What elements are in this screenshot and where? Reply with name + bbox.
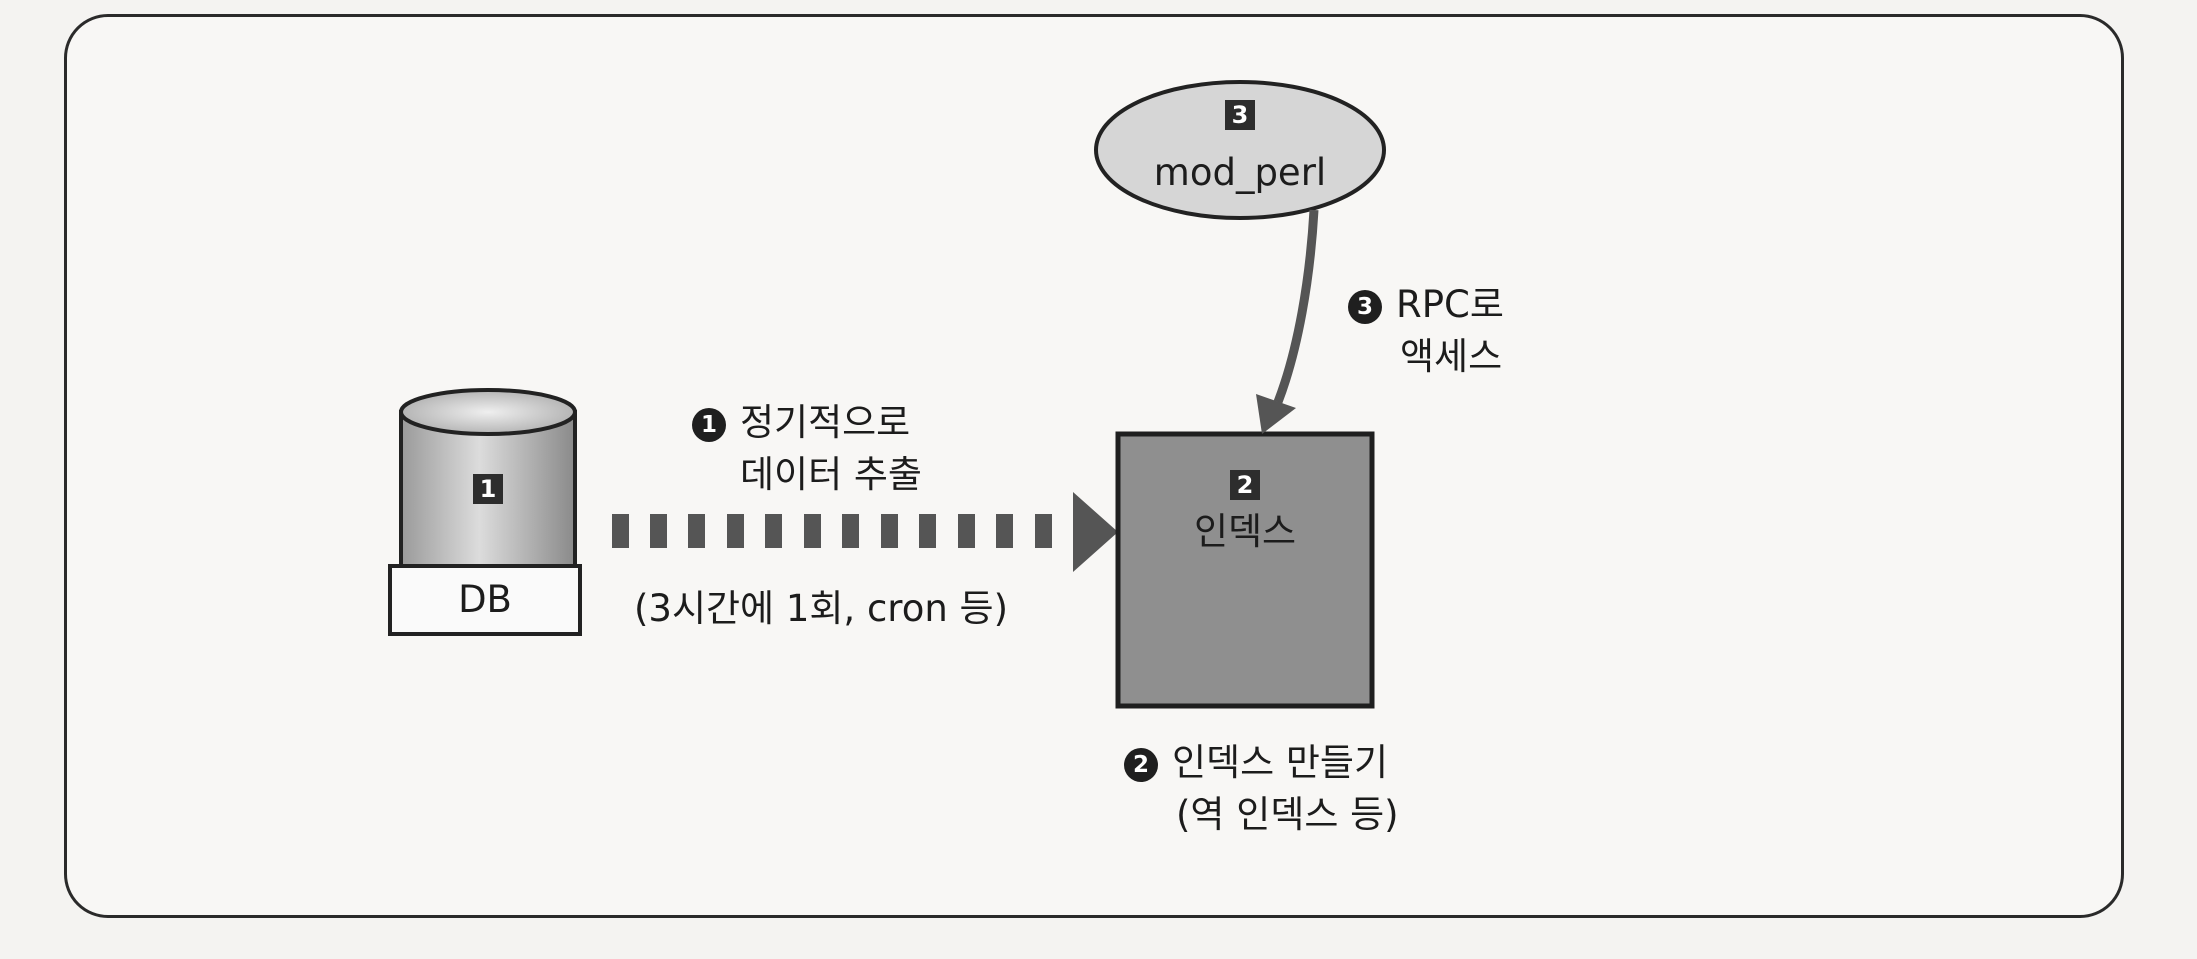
modperl-label: mod_perl bbox=[1153, 151, 1327, 194]
step-rpc-text1: RPC로 bbox=[1396, 283, 1504, 326]
step-build-line2: (역 인덱스 등) bbox=[1176, 793, 1399, 836]
step-extract-note: (3시간에 1회, cron 등) bbox=[634, 587, 1009, 630]
index-badge-number: 2 bbox=[1230, 470, 1260, 500]
step-3-badge: 3 bbox=[1348, 290, 1382, 324]
db-badge-number: 1 bbox=[473, 474, 503, 504]
modperl-badge-number: 3 bbox=[1225, 100, 1255, 130]
step-rpc-line2: 액세스 bbox=[1400, 335, 1503, 378]
step-extract-text1: 정기적으로 bbox=[740, 401, 911, 444]
db-label: DB bbox=[458, 578, 512, 621]
step-build-line1: 2 인덱스 만들기 bbox=[1124, 738, 1388, 788]
step-2-badge: 2 bbox=[1124, 748, 1158, 782]
index-label: 인덱스 bbox=[1193, 510, 1297, 553]
step-extract-line2: 데이터 추출 bbox=[740, 453, 922, 496]
step-build-text1: 인덱스 만들기 bbox=[1172, 741, 1389, 784]
db-badge: 1 bbox=[458, 474, 518, 504]
extract-arrow bbox=[612, 492, 1118, 572]
step-rpc-line1: 3 RPC로 bbox=[1348, 280, 1504, 330]
modperl-oval bbox=[1094, 80, 1386, 220]
rpc-arrow bbox=[1273, 209, 1319, 404]
index-badge: 2 bbox=[1215, 470, 1275, 500]
modperl-badge: 3 bbox=[1210, 100, 1270, 130]
extract-arrowhead bbox=[1073, 492, 1118, 572]
rpc-arrowhead bbox=[1256, 394, 1296, 434]
step-1-badge: 1 bbox=[692, 408, 726, 442]
step-extract-line1: 1 정기적으로 bbox=[692, 398, 910, 448]
db-label-box bbox=[388, 564, 582, 636]
